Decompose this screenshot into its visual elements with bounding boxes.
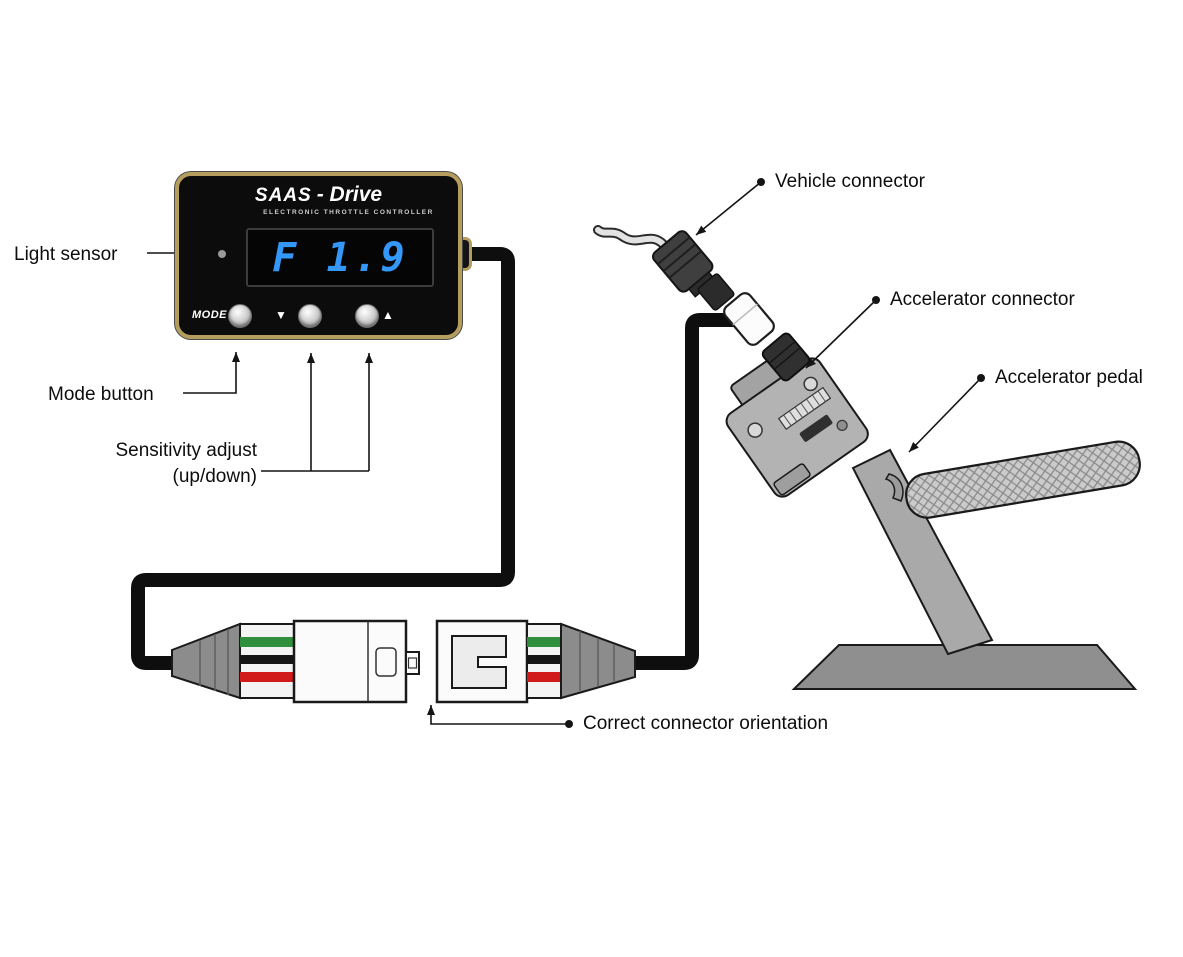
- label-vehicle-connector: Vehicle connector: [775, 171, 925, 192]
- label-sensitivity-line1: Sensitivity adjust: [115, 440, 257, 461]
- right-wire-black: [527, 655, 561, 664]
- left-connector-housing: [292, 619, 408, 704]
- accelerator-connector-graphic: [761, 332, 811, 382]
- pedal-sensor-mechanism: [725, 357, 869, 498]
- brand-saas: SAAS: [254, 185, 312, 206]
- adapter-connector-graphic: [697, 273, 735, 311]
- left-wire-black: [240, 655, 294, 664]
- pedal-pad: [905, 440, 1141, 519]
- accelerator-connector-pointer-line: [805, 299, 877, 369]
- label-sensitivity-line2: (up/down): [172, 466, 258, 487]
- right-socket-keyway: [451, 635, 507, 689]
- left-wire-red: [240, 672, 294, 682]
- label-correct-orientation: Correct connector orientation: [583, 713, 829, 734]
- cable-from-device: [131, 247, 515, 670]
- connector-chain: [593, 225, 811, 382]
- pedal-hook: [884, 473, 904, 502]
- accelerator-connector-bullet: [872, 296, 880, 304]
- label-sensitivity-adjust: Sensitivity adjust (up/down): [60, 438, 257, 490]
- mode-button-label: MODE: [192, 309, 227, 321]
- harness-cables: [131, 247, 737, 670]
- accelerator-pedal-bullet: [977, 374, 985, 382]
- sensitivity-up-button: [355, 304, 379, 328]
- pedal-base: [791, 644, 1138, 690]
- display-value: F 1.9: [272, 234, 408, 281]
- throttle-controller-device: SAAS- Drive ELECTRONIC THROTTLE CONTROLL…: [175, 172, 462, 339]
- lcd-display: F 1.9: [246, 228, 434, 287]
- accelerator-pedal-graphic: [725, 357, 1141, 690]
- vehicle-connector-graphic: [652, 230, 717, 298]
- pedal-arm: [851, 448, 994, 656]
- left-cable-boot: [171, 622, 241, 700]
- accelerator-pedal-pointer-line: [908, 377, 982, 453]
- label-mode-button: Mode button: [48, 384, 154, 405]
- label-accelerator-connector: Accelerator connector: [890, 289, 1075, 310]
- brand-drive: - Drive: [316, 183, 383, 206]
- label-bullets: [565, 178, 985, 728]
- mode-button-pointer-line: [183, 352, 240, 394]
- cable-from-pedal: [634, 313, 737, 670]
- label-accelerator-pedal: Accelerator pedal: [995, 367, 1143, 388]
- label-light-sensor: Light sensor: [14, 244, 118, 265]
- device-logo: SAAS- Drive: [179, 183, 458, 207]
- mode-button: [228, 304, 252, 328]
- left-wire-green: [240, 637, 294, 647]
- light-sensor-dot: [218, 250, 226, 258]
- vehicle-connector-bullet: [757, 178, 765, 186]
- white-connector-graphic: [723, 292, 775, 346]
- sensitivity-down-button: [298, 304, 322, 328]
- up-arrow-icon: ▲: [382, 308, 394, 322]
- vehicle-connector-pointer-line: [695, 181, 762, 236]
- right-wire-red: [527, 672, 561, 682]
- correct-orientation-bullet: [565, 720, 573, 728]
- right-connector-housing: [435, 619, 529, 704]
- device-subtitle: ELECTRONIC THROTTLE CONTROLLER: [263, 209, 434, 216]
- connector-pair: [171, 619, 636, 704]
- right-wire-green: [527, 637, 561, 647]
- correct-orientation-pointer-line: [427, 705, 569, 725]
- annotation-lines: [147, 181, 982, 725]
- down-arrow-icon: ▼: [275, 308, 287, 322]
